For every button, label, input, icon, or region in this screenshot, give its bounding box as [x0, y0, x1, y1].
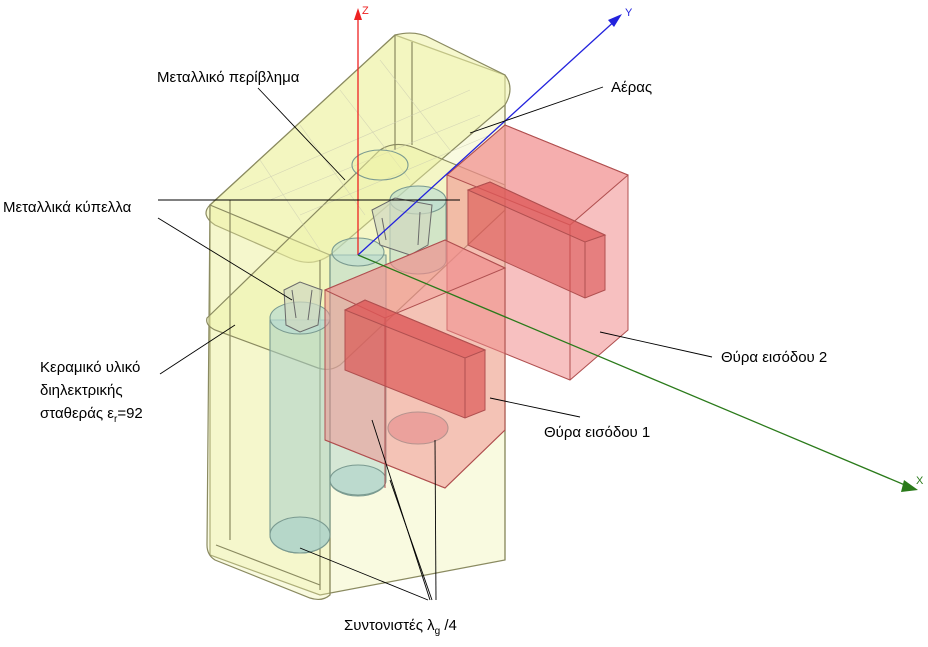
axis-z-arrowhead: [354, 8, 362, 20]
label-resonators-suffix: /4: [440, 617, 457, 634]
axis-y-label: Y: [625, 7, 633, 19]
axis-x-label: X: [916, 475, 924, 487]
metal-cups: [283, 197, 433, 333]
metal-cup-lower: [283, 281, 323, 333]
axis-z-label: Z: [362, 5, 369, 17]
label-resonators-sub: g: [435, 626, 441, 637]
label-metal-cups: Μεταλλικά κύπελλα: [3, 199, 132, 216]
ceramic-cylinder-left-bottom: [269, 516, 331, 554]
label-ceramic-line3: σταθεράς εr=92: [40, 405, 143, 425]
label-port-2: Θύρα εισόδου 2: [721, 349, 827, 366]
label-resonators: Συντονιστές λg /4: [344, 617, 457, 637]
axis-x-arrowhead: [901, 480, 918, 492]
label-ceramic-line3-prefix: σταθεράς ε: [40, 405, 114, 422]
axis-y-line: [357, 17, 619, 256]
axis-y-arrowhead: [608, 14, 622, 27]
label-air: Αέρας: [611, 79, 652, 96]
label-ceramic-line1: Κεραμικό υλικό: [40, 359, 140, 376]
labels: Μεταλλικό περίβλημα Αέρας Μεταλλικά κύπε…: [3, 69, 827, 637]
label-ceramic-line3-suffix: =92: [117, 405, 142, 422]
metal-cup-upper: [371, 197, 433, 256]
label-port-1: Θύρα εισόδου 1: [544, 424, 650, 441]
label-ceramic-line2: διηλεκτρικής: [40, 382, 123, 399]
input-port-1: [323, 239, 507, 489]
leader-lines: [157, 86, 713, 601]
axis-x-line: [357, 254, 913, 489]
label-resonators-prefix: Συντονιστές λ: [344, 617, 435, 634]
label-metal-enclosure: Μεταλλικό περίβλημα: [157, 69, 300, 86]
coordinate-axes: Z Y X: [354, 5, 924, 492]
label-ceramic-line3-sub: r: [114, 414, 118, 425]
